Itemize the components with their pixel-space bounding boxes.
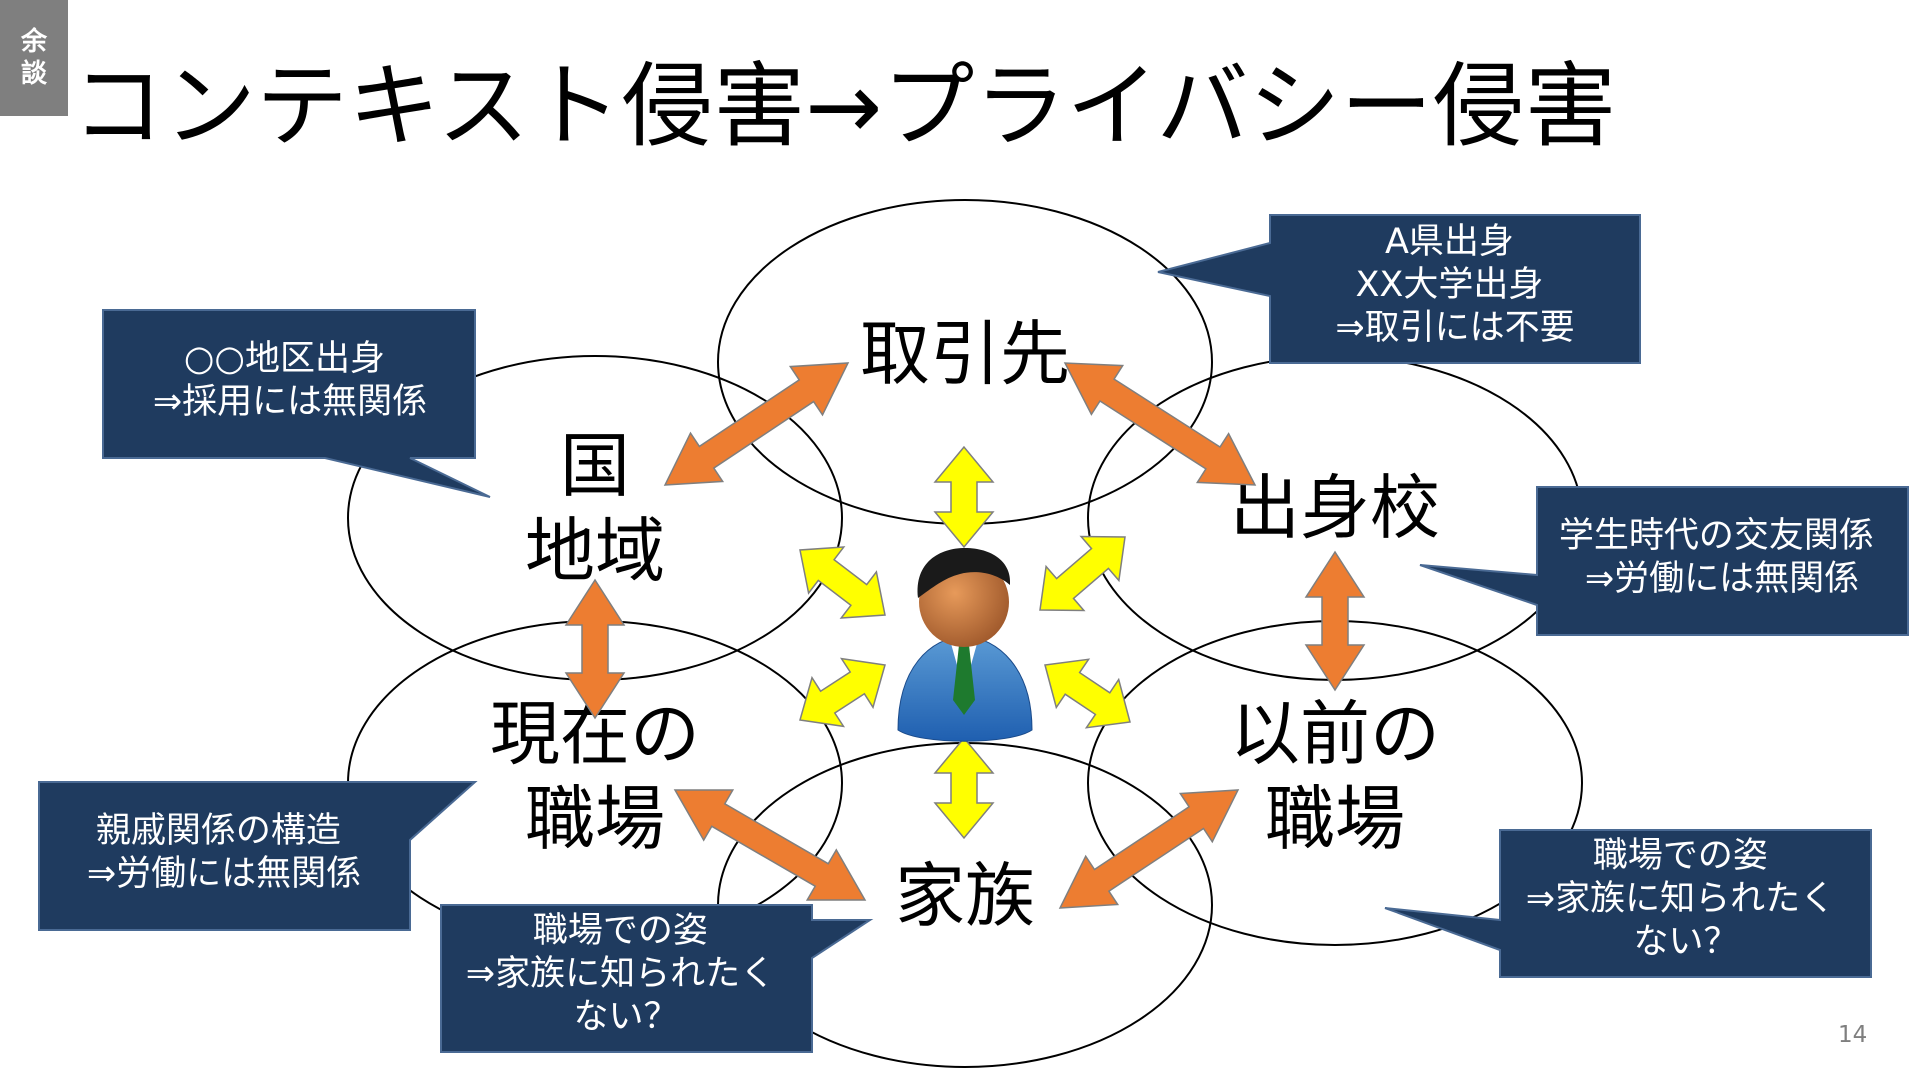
arrows: [564, 362, 1366, 909]
callout-client-box: [1157, 214, 1641, 364]
arrow-family-previous-work: [1058, 789, 1240, 909]
arrow-region-client: [663, 362, 850, 486]
node-school-label: 出身校: [1230, 467, 1440, 549]
page-number: 14: [1838, 1022, 1868, 1048]
callout-current-work: 親戚関係の構造 ⇒労働には無関係: [38, 781, 478, 931]
callout-previous-work: 職場での姿 ⇒家族に知られたく ない？: [1384, 829, 1872, 978]
callout-region: ○○地区出身 ⇒採用には無関係: [102, 309, 491, 498]
node-previous-work-label-1: 以前の: [1230, 693, 1440, 775]
callout-previous-work-line-3: ない？: [1633, 922, 1738, 962]
callout-region-line-1: ○○地区出身: [184, 339, 385, 379]
svg-text:職場での姿 ⇒家族に知られたく ない: 職場での姿 ⇒家族に知られたく ない？: [1526, 836, 1846, 962]
side-tag-char-2: 談: [20, 59, 47, 89]
arrow-center-current-work: [799, 657, 886, 728]
arrow-region-current-work: [564, 578, 626, 720]
node-current-work-label-2: 職場: [525, 778, 665, 860]
callout-school-line-1: 学生時代の交友関係: [1559, 516, 1874, 556]
callout-family-line-2: ⇒家族に知られたく: [466, 954, 775, 994]
svg-text:○○地区出身 ⇒採用には無関係: ○○地区出身 ⇒採用には無関係: [153, 339, 427, 422]
callout-current-work-box: [38, 781, 478, 931]
arrow-center-previous-work: [1044, 658, 1131, 729]
arrow-current-work-family: [673, 789, 867, 901]
callout-family: 職場での姿 ⇒家族に知られたく ない？: [440, 904, 874, 1053]
callout-previous-work-line-1: 職場での姿: [1593, 836, 1768, 876]
callout-current-work-line-2: ⇒労働には無関係: [87, 854, 361, 894]
svg-text:親戚関係の構造 ⇒労働には無関係: 親戚関係の構造 ⇒労働には無関係: [87, 811, 361, 894]
person-tie: [953, 645, 975, 715]
arrow-client-school: [1063, 362, 1257, 486]
svg-text:A県出身 XX大学出身 ⇒取引には不: A県出身 XX大学出身 ⇒取引には不要: [1335, 222, 1574, 348]
person-hair: [917, 548, 1011, 598]
node-region-label-2: 地域: [525, 510, 665, 592]
callout-school: 学生時代の交友関係 ⇒労働には無関係: [1419, 486, 1909, 636]
page-title: コンテキスト侵害→プライバシー侵害: [72, 53, 1617, 160]
arrow-center-region: [799, 546, 886, 619]
arrow-center-client: [933, 445, 995, 549]
svg-text:職場での姿 ⇒家族に知られたく ない: 職場での姿 ⇒家族に知られたく ない？: [466, 911, 786, 1037]
node-client-label: 取引先: [860, 313, 1070, 395]
node-region-label-1: 国: [560, 425, 630, 507]
callout-family-line-3: ない？: [573, 997, 678, 1037]
arrow-center-school: [1039, 535, 1126, 612]
callout-client-line-3: ⇒取引には不要: [1335, 308, 1574, 348]
arrow-school-previous-work: [1304, 550, 1366, 692]
node-previous-work-label-2: 職場: [1265, 778, 1405, 860]
callout-family-line-1: 職場での姿: [533, 911, 708, 951]
callout-client: A県出身 XX大学出身 ⇒取引には不要: [1157, 214, 1641, 364]
node-family-label: 家族: [895, 855, 1035, 937]
side-tag: 余 談: [0, 0, 68, 116]
callout-previous-work-line-2: ⇒家族に知られたく: [1526, 879, 1835, 919]
callout-current-work-line-1: 親戚関係の構造: [96, 811, 341, 851]
svg-text:学生時代の交友関係 ⇒労働には無関係: 学生時代の交友関係 ⇒労働には無関係: [1559, 516, 1885, 599]
callout-region-line-2: ⇒採用には無関係: [153, 382, 427, 422]
callout-school-line-2: ⇒労働には無関係: [1585, 559, 1859, 599]
callout-family-box: [440, 904, 874, 1053]
callout-previous-work-box: [1384, 829, 1872, 978]
callout-school-box: [1419, 486, 1909, 636]
callout-client-line-1: A県出身: [1385, 222, 1514, 262]
arrow-center-family: [933, 736, 995, 840]
person-icon: [897, 548, 1033, 742]
callout-client-line-2: XX大学出身: [1355, 265, 1543, 305]
callout-region-box: [102, 309, 491, 498]
side-tag-char-1: 余: [20, 27, 47, 57]
